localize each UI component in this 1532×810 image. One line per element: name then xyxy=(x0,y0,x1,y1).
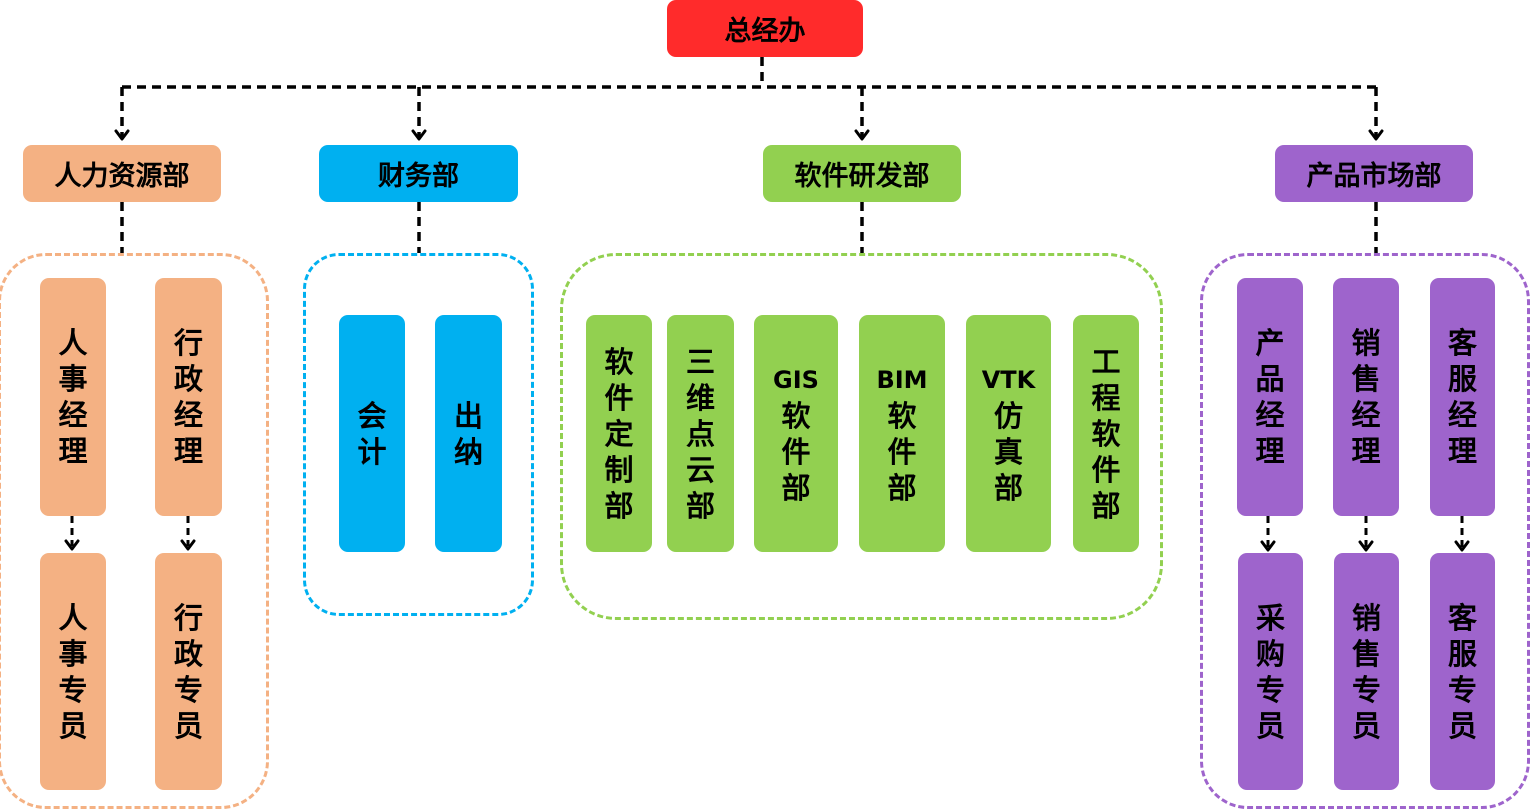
dept-node-market[interactable]: 产品市场部 xyxy=(1275,145,1473,202)
finance-units-group xyxy=(303,253,534,616)
hr-staff-node-1[interactable]: 人事专员 xyxy=(40,553,106,790)
software-unit-prefix-4: BIM xyxy=(876,365,928,394)
software-unit-node-3[interactable]: GIS 软件部 xyxy=(754,315,838,552)
market-manager-label-1: 产品经理 xyxy=(1255,326,1285,468)
root-node-general-office[interactable]: 总经办 xyxy=(667,0,863,57)
finance-unit-label-2: 出纳 xyxy=(453,398,483,469)
hr-staff-label-1: 人事专员 xyxy=(58,600,88,743)
finance-unit-label-1: 会计 xyxy=(357,398,387,469)
market-staff-node-1[interactable]: 采购专员 xyxy=(1238,553,1303,790)
market-staff-node-2[interactable]: 销售专员 xyxy=(1334,553,1399,790)
arrow-head-finance xyxy=(411,129,427,141)
market-manager-node-3[interactable]: 客服经理 xyxy=(1430,278,1495,516)
dept-node-hr[interactable]: 人力资源部 xyxy=(23,145,221,202)
hr-manager-node-1[interactable]: 人事经理 xyxy=(40,278,106,516)
hr-manager-node-2[interactable]: 行政经理 xyxy=(155,278,222,516)
software-unit-node-1[interactable]: 软件定制部 xyxy=(586,315,652,552)
software-unit-node-4[interactable]: BIM 软件部 xyxy=(859,315,945,552)
software-unit-rest-5: 仿真部 xyxy=(993,398,1023,505)
hr-manager-label-2: 行政经理 xyxy=(173,326,203,468)
software-unit-node-2[interactable]: 三维点云部 xyxy=(667,315,734,552)
dept-label-market: 产品市场部 xyxy=(1306,161,1442,192)
market-manager-node-2[interactable]: 销售经理 xyxy=(1333,278,1399,516)
software-unit-label-2: 三维点云部 xyxy=(685,344,715,523)
market-manager-label-2: 销售经理 xyxy=(1351,326,1381,468)
dept-label-hr: 人力资源部 xyxy=(54,161,190,192)
arrow-head-market xyxy=(1368,129,1384,141)
market-staff-label-2: 销售专员 xyxy=(1351,600,1381,743)
software-unit-prefix-5: VTK xyxy=(981,365,1036,394)
hr-staff-label-2: 行政专员 xyxy=(173,600,203,743)
software-unit-node-5[interactable]: VTK 仿真部 xyxy=(966,315,1051,552)
market-units-group xyxy=(1200,253,1530,809)
arrow-head-hr xyxy=(114,129,130,141)
hr-staff-node-2[interactable]: 行政专员 xyxy=(155,553,222,790)
software-unit-node-6[interactable]: 工程软件部 xyxy=(1073,315,1139,552)
root-node-label: 总经办 xyxy=(724,16,806,47)
software-unit-rest-4: 软件部 xyxy=(887,398,917,505)
hr-units-group xyxy=(0,253,269,809)
market-staff-label-3: 客服专员 xyxy=(1447,600,1477,743)
market-manager-label-3: 客服经理 xyxy=(1447,326,1477,468)
software-units-group xyxy=(560,253,1163,620)
dept-node-finance[interactable]: 财务部 xyxy=(319,145,518,202)
software-unit-prefix-3: GIS xyxy=(773,365,819,394)
software-unit-label-1: 软件定制部 xyxy=(604,344,634,523)
software-unit-label-6: 工程软件部 xyxy=(1091,344,1121,523)
finance-unit-node-2[interactable]: 出纳 xyxy=(435,315,502,552)
software-unit-rest-3: 软件部 xyxy=(781,398,811,505)
dept-node-software[interactable]: 软件研发部 xyxy=(763,145,961,202)
dept-label-software: 软件研发部 xyxy=(794,161,930,192)
hr-manager-label-1: 人事经理 xyxy=(58,326,88,468)
finance-unit-node-1[interactable]: 会计 xyxy=(339,315,405,552)
market-manager-node-1[interactable]: 产品经理 xyxy=(1237,278,1303,516)
market-staff-node-3[interactable]: 客服专员 xyxy=(1430,553,1495,790)
market-staff-label-1: 采购专员 xyxy=(1255,600,1285,743)
dept-label-finance: 财务部 xyxy=(378,161,459,192)
arrow-head-software xyxy=(854,129,870,141)
